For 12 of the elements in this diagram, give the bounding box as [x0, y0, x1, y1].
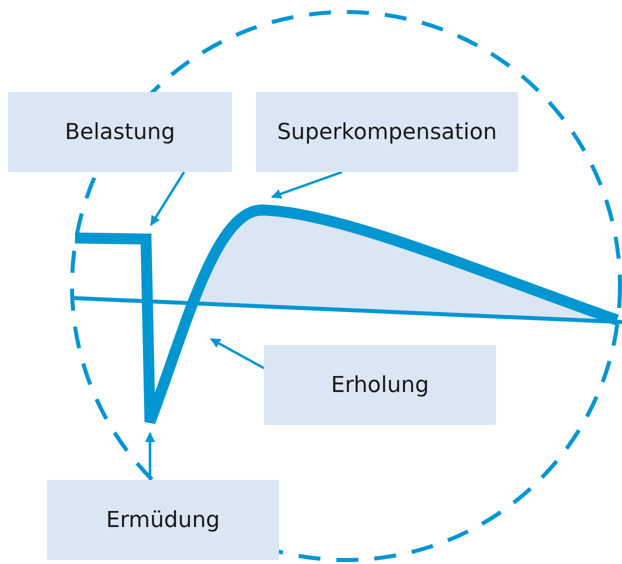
label-text: Superkompensation	[277, 120, 497, 144]
label-box	[256, 92, 518, 172]
label-box	[47, 480, 279, 560]
leader-arrow	[210, 338, 265, 370]
label-box	[8, 92, 232, 172]
label-text: Erholung	[331, 372, 429, 398]
leader-arrow	[145, 432, 155, 480]
label-text: Belastung	[64, 120, 176, 144]
leader-arrow	[271, 170, 343, 199]
label-text: Ermüdung	[106, 508, 220, 532]
leader-arrow	[150, 171, 186, 226]
label-box	[264, 345, 496, 425]
